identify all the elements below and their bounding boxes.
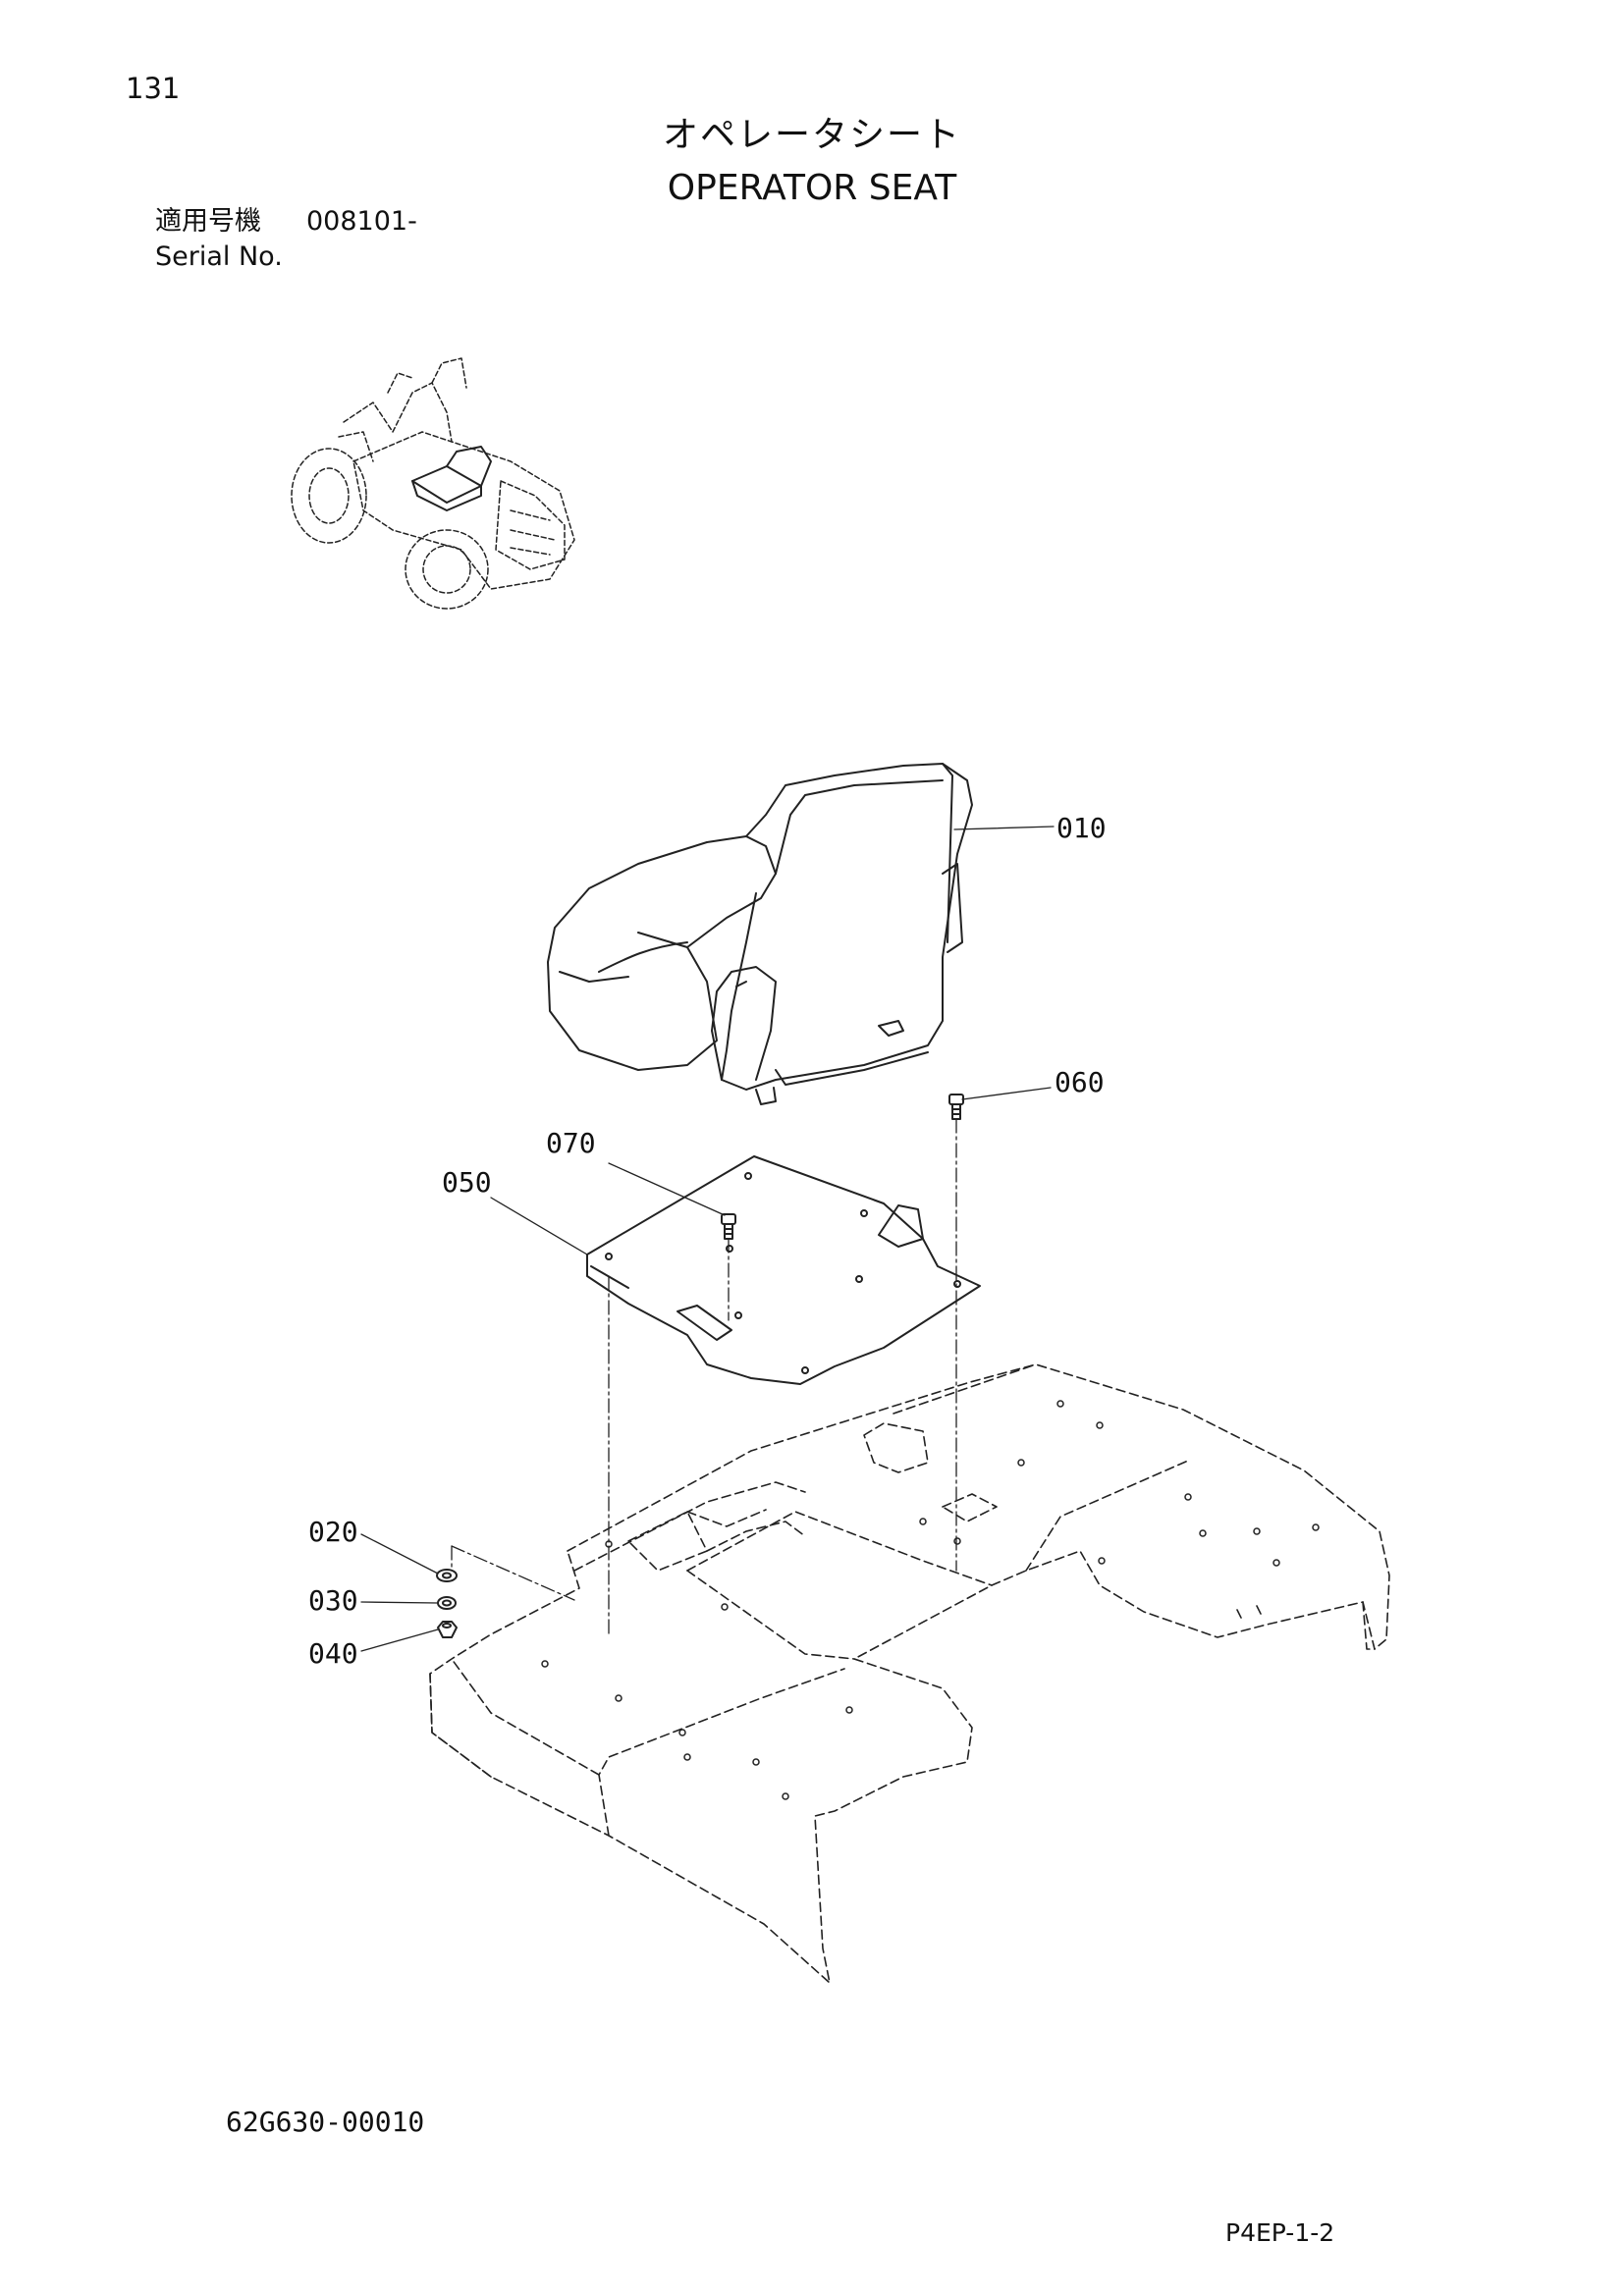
serial-label-english: Serial No. [155, 241, 283, 272]
machine-overview-thumbnail [291, 357, 575, 610]
washer-020 [436, 1569, 458, 1582]
drawing-number: 62G630-00010 [226, 2106, 425, 2138]
page-title-english: OPERATOR SEAT [667, 168, 957, 208]
bolt-060 [948, 1094, 964, 1120]
machine-thumbnail-seat-highlight [411, 446, 492, 511]
serial-label-japanese: 適用号機 [155, 206, 261, 237]
seat-plate [586, 1155, 981, 1385]
page-number: 131 [126, 72, 181, 105]
callout-leaders [360, 826, 1055, 1652]
callout-040: 040 [308, 1637, 358, 1670]
callout-030: 030 [308, 1584, 358, 1617]
callout-050: 050 [442, 1166, 492, 1199]
nut-040 [437, 1621, 458, 1638]
frame-holes [541, 1400, 1320, 1800]
page-title-japanese: オペレータシート [662, 115, 961, 155]
spring-washer-030 [437, 1596, 457, 1610]
page-code: P4EP-1-2 [1225, 2218, 1335, 2247]
callout-010: 010 [1056, 812, 1107, 844]
callout-070: 070 [546, 1127, 596, 1159]
callout-060: 060 [1055, 1066, 1105, 1098]
assembly-centerlines [451, 1118, 957, 1635]
seat-assembly [547, 763, 973, 1105]
serial-range: 008101- [306, 206, 417, 237]
bolt-070 [721, 1213, 736, 1240]
callout-020: 020 [308, 1516, 358, 1548]
frame-floor-plate [429, 1363, 1390, 1984]
